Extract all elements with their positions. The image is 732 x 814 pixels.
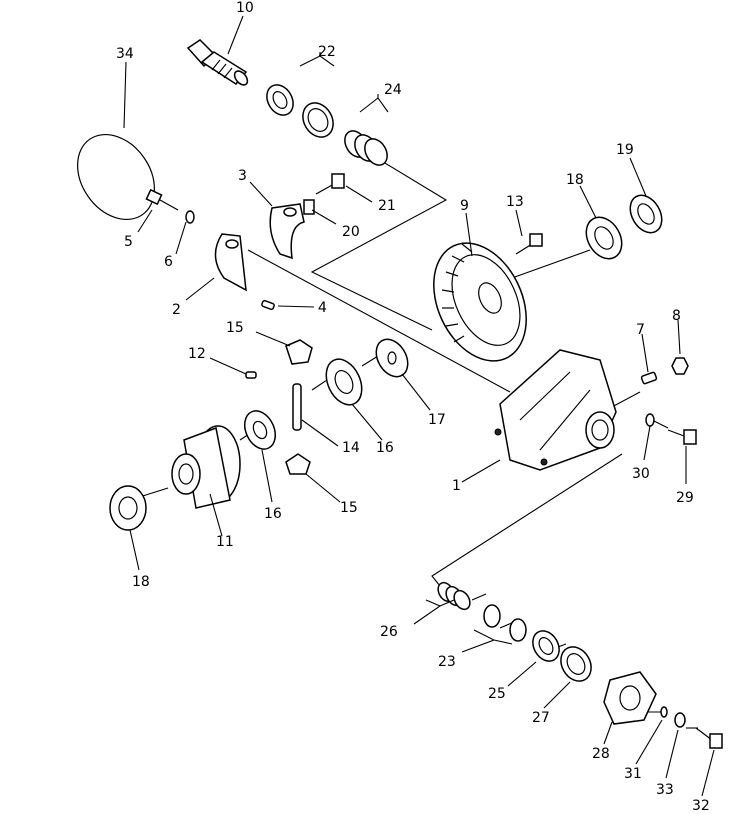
part-o-ring-31 <box>660 706 668 718</box>
callout-28: 28 <box>592 746 610 762</box>
part-bolt-32 <box>695 727 723 749</box>
callout-11: 11 <box>216 534 234 550</box>
callout-30: 30 <box>632 466 650 482</box>
part-stud-7 <box>640 371 658 385</box>
part-lock-plate-20 <box>303 199 315 215</box>
part-seal-27 <box>560 646 592 682</box>
callout-16-right: 16 <box>376 440 394 456</box>
callout-21: 21 <box>378 198 396 214</box>
callout-2: 2 <box>172 302 181 318</box>
callout-24: 24 <box>384 82 402 98</box>
part-spacer-25 <box>532 630 560 662</box>
part-bolt-5 <box>145 188 179 211</box>
callout-9: 9 <box>460 198 469 214</box>
callout-16-left: 16 <box>264 506 282 522</box>
part-bearing-cap-3 <box>269 203 305 260</box>
callout-33: 33 <box>656 782 674 798</box>
callout-23: 23 <box>438 654 456 670</box>
part-bearing-23 <box>483 604 527 642</box>
part-pinion-gear-15-bottom <box>285 453 311 475</box>
part-nut-8 <box>671 357 689 375</box>
part-o-ring <box>77 133 155 221</box>
callout-27: 27 <box>532 710 550 726</box>
callout-25: 25 <box>488 686 506 702</box>
callout-3: 3 <box>238 168 247 184</box>
callout-34: 34 <box>116 46 134 62</box>
part-cover-28 <box>603 671 657 725</box>
callout-12: 12 <box>188 346 206 362</box>
callout-29: 29 <box>676 490 694 506</box>
part-bearing-22 <box>266 84 334 138</box>
callout-17: 17 <box>428 412 446 428</box>
part-shims-24 <box>344 130 388 166</box>
callout-26: 26 <box>380 624 398 640</box>
part-side-gear-16-right <box>325 358 363 406</box>
part-bolt-29 <box>667 429 697 445</box>
callout-4: 4 <box>318 300 327 316</box>
part-side-gear-16-left <box>244 410 276 450</box>
callout-1: 1 <box>452 478 461 494</box>
part-cross-pin-14 <box>292 383 302 431</box>
callout-7: 7 <box>636 322 645 338</box>
callout-leaders <box>123 15 715 797</box>
part-washer-6 <box>185 210 195 224</box>
callout-10: 10 <box>236 0 254 16</box>
callout-18-left: 18 <box>132 574 150 590</box>
part-pinion-gear-15-top <box>285 339 313 365</box>
callout-15-bottom: 15 <box>340 500 358 516</box>
part-seal-19 <box>629 194 663 234</box>
part-differential-case <box>171 425 241 509</box>
part-washer-30 <box>645 413 655 427</box>
part-bearing-cap-2 <box>214 233 247 292</box>
part-pinion-shaft <box>186 39 249 86</box>
callout-13: 13 <box>506 194 524 210</box>
callout-6: 6 <box>164 254 173 270</box>
callout-15-top: 15 <box>226 320 244 336</box>
callout-22: 22 <box>318 44 336 60</box>
callout-8: 8 <box>672 308 681 324</box>
part-bearing-18-right <box>585 216 623 260</box>
callout-14: 14 <box>342 440 360 456</box>
callout-32: 32 <box>692 798 710 814</box>
part-pin-4 <box>261 299 275 311</box>
part-bolt-21 <box>315 173 345 195</box>
callout-31: 31 <box>624 766 642 782</box>
callout-18-right: 18 <box>566 172 584 188</box>
callout-20: 20 <box>342 224 360 240</box>
callout-5: 5 <box>124 234 133 250</box>
part-bolt-13 <box>515 233 543 255</box>
part-washer-33 <box>674 712 686 728</box>
part-shims-26 <box>437 581 471 611</box>
part-ring-gear <box>433 242 527 362</box>
part-carrier-housing <box>494 349 617 471</box>
part-pin-12 <box>245 371 257 379</box>
part-bearing-18-left <box>109 485 147 531</box>
callout-19: 19 <box>616 142 634 158</box>
callout-labels: 34 10 22 24 3 21 20 5 6 2 4 9 13 18 19 7… <box>116 0 710 814</box>
part-thrust-washer-17 <box>375 338 409 378</box>
